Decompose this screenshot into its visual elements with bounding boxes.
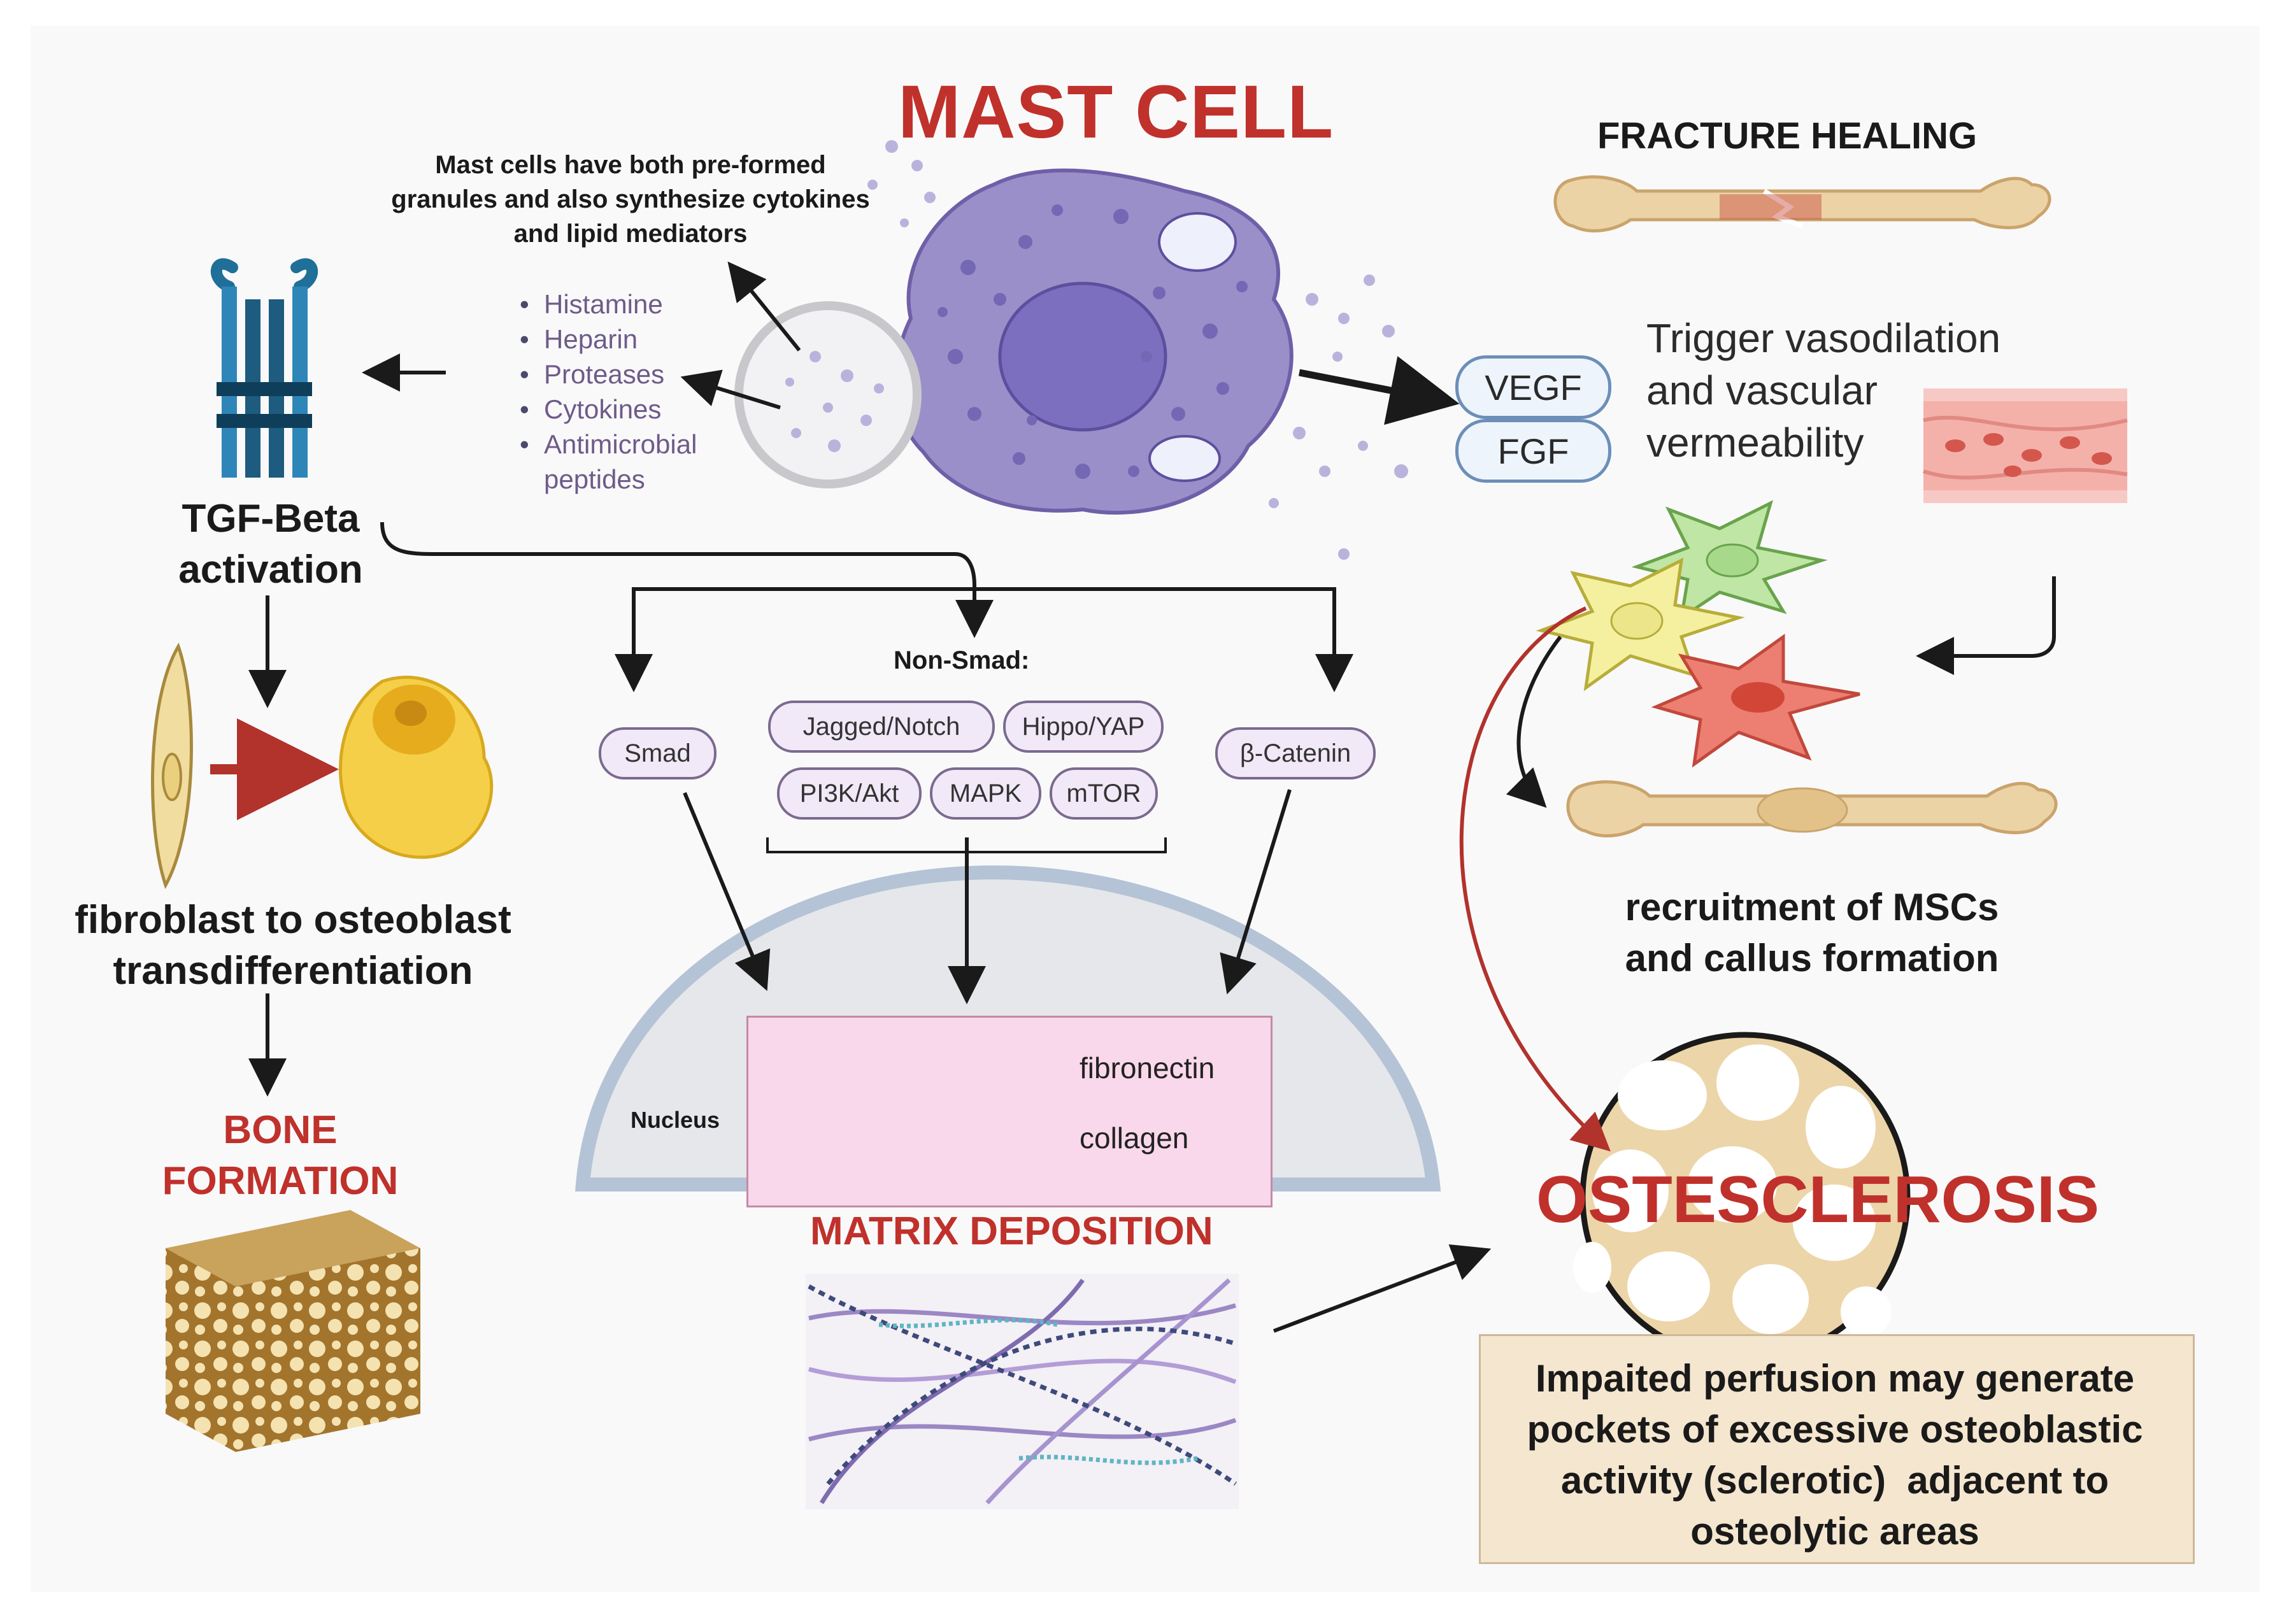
fibroblast-illustration [151, 643, 193, 890]
beta-catenin-pill: β-Catenin [1215, 727, 1376, 779]
mediator-item: Antimicrobial [516, 427, 697, 462]
tgf-line: TGF-Beta [182, 497, 360, 541]
mast-note-line: Mast cells have both pre-formed [435, 151, 826, 179]
vegf-pill: VEGF [1455, 355, 1611, 419]
bone-formation-line: FORMATION [162, 1159, 399, 1203]
bone-formation-line: BONE [223, 1108, 338, 1152]
transdiff-line: fibroblast to osteoblast [75, 898, 511, 942]
osteosclerosis-note-box [1479, 1334, 2195, 1564]
gene-expression-box [746, 1016, 1273, 1207]
mediator-item: Heparin [516, 322, 697, 357]
granule-release-illustration [734, 301, 922, 488]
fgf-pill: FGF [1455, 419, 1611, 483]
osteosclerosis-note-line: activity (sclerotic) adjacent to [1560, 1459, 2109, 1502]
collagen-fibers-illustration [806, 1274, 1239, 1509]
red-arrows [210, 606, 1611, 1152]
vaso-line: Trigger vasodilation [1646, 315, 2001, 361]
mast-cell-illustration [867, 140, 1408, 560]
tgf-beta-receptor-illustration [210, 258, 318, 478]
mediator-item: Histamine [516, 287, 697, 322]
mast-note-line: granules and also synthesize cytokines [391, 185, 870, 213]
tgf-beta-label: TGF-Beta activation [159, 494, 382, 595]
matrix-deposition-label: MATRIX DEPOSITION [810, 1209, 1213, 1253]
callus-bone-illustration [1566, 780, 2058, 837]
osteosclerosis-note-line: Impaited perfusion may generate [1535, 1357, 2135, 1400]
gene-fibronectin: fibronectin [1080, 1051, 1215, 1085]
mtor-pill: mTOR [1050, 767, 1158, 820]
osteosclerosis-label: OSTESCLEROSIS [1536, 1163, 2100, 1237]
osteosclerosis-note-line: pockets of excessive osteoblastic [1527, 1408, 2143, 1451]
trabecular-bone-magnifier [1573, 1032, 1911, 1363]
mast-note-line: and lipid mediators [513, 220, 748, 248]
vaso-line: and vascular [1646, 367, 1878, 413]
mediator-item: Cytokines [516, 392, 697, 427]
mediator-item: Proteases [516, 357, 697, 392]
vaso-line: vermeability [1646, 420, 1864, 466]
callus-line: recruitment of MSCs [1625, 886, 1999, 928]
blood-vessel-illustration [1923, 388, 2128, 503]
pathway-arrows [248, 261, 2056, 1333]
smad-pill: Smad [599, 727, 717, 779]
bone-formation-label: BONE FORMATION [140, 1105, 420, 1207]
jagged-notch-pill: Jagged/Notch [768, 701, 995, 753]
mast-cell-note: Mast cells have both pre-formed granules… [331, 148, 930, 251]
transdifferentiation-label: fibroblast to osteoblast transdifferenti… [51, 895, 535, 997]
bone-cube-illustration [166, 1210, 420, 1452]
msc-cells-illustration [1536, 500, 1860, 768]
mediator-list: Histamine Heparin Proteases Cytokines An… [516, 287, 697, 497]
hippo-yap-pill: Hippo/YAP [1003, 701, 1164, 753]
pi3k-akt-pill: PI3K/Akt [777, 767, 922, 820]
non-smad-label: Non-Smad: [894, 646, 1030, 674]
transdiff-line: transdifferentiation [113, 949, 473, 993]
gene-collagen: collagen [1080, 1121, 1189, 1155]
osteoblast-illustration [339, 676, 494, 859]
osteosclerosis-note: Impaited perfusion may generate pockets … [1479, 1353, 2191, 1557]
page-title: MAST CELL [898, 70, 1334, 154]
fracture-healing-heading: FRACTURE HEALING [1597, 115, 1978, 157]
mediator-item-continued: peptides [544, 464, 645, 494]
fractured-bone-illustration [1553, 175, 2051, 232]
callus-line: and callus formation [1625, 937, 1999, 979]
osteosclerosis-note-line: osteolytic areas [1690, 1510, 1979, 1553]
tgf-line: activation [178, 548, 363, 592]
mapk-pill: MAPK [930, 767, 1041, 820]
nucleus-label: Nucleus [631, 1107, 720, 1133]
vasodilation-text: Trigger vasodilation and vascular vermea… [1646, 312, 2000, 469]
callus-text: recruitment of MSCs and callus formation [1567, 882, 2057, 984]
